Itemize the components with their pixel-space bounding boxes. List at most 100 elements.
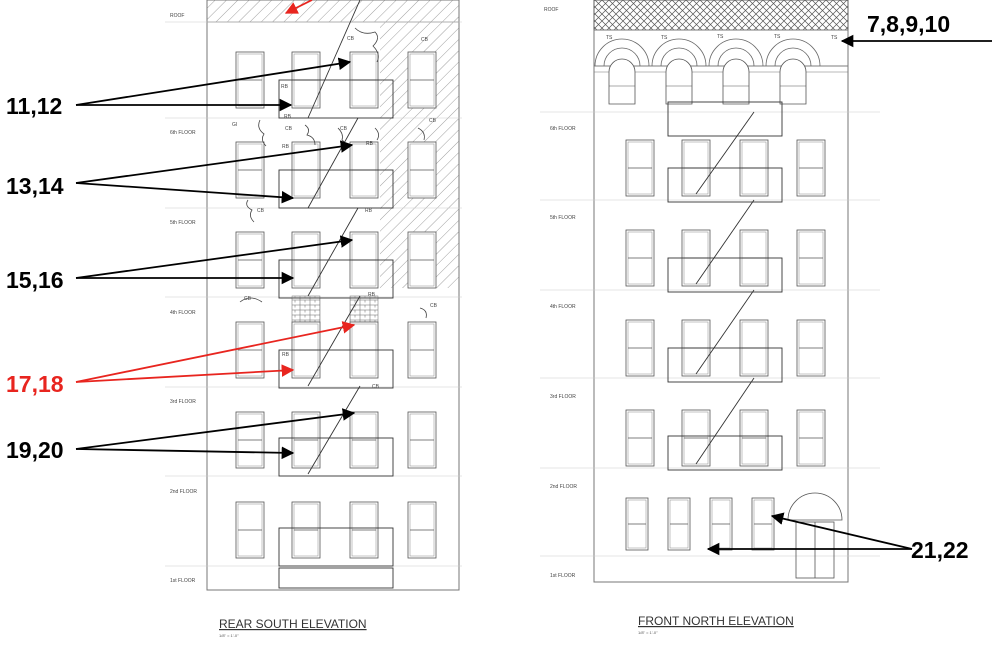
window [796,139,826,197]
front-floor-label: 1st FLOOR [550,573,576,579]
fire-escape-balcony [278,437,394,477]
front-north-elevation: ROOF 6th FLOOR 5th FLOOR 4th FLOOR 3rd F… [540,0,880,635]
fire-escape-balcony [278,259,394,299]
rear-facade-outline [206,0,460,591]
callout-label-7-8-9-10: 7,8,9,10 [867,11,950,37]
arch-outer [708,38,764,67]
condition-tag: RB [282,144,290,150]
condition-tag: TS [717,34,724,40]
arch-outer [765,38,821,67]
fire-escape-balcony [667,101,783,137]
front-floor-label: 4th FLOOR [550,304,576,310]
condition-tag: CB [244,296,252,302]
window [235,411,265,469]
arched-window [608,58,636,105]
window [625,229,655,287]
arch-inner [603,47,641,67]
window [349,501,379,559]
callout-label-17-18: 17,18 [6,371,64,397]
window [625,319,655,377]
callout-label-15-16: 15,16 [6,267,64,293]
arch-inner [660,47,698,67]
callout-label-13-14: 13,14 [6,173,64,199]
callout-arrow [75,140,354,184]
rear-floor-label: ROOF [170,13,184,19]
window [667,497,691,551]
window [407,411,437,469]
callout-arrow [75,321,356,383]
front-fire-escape-stairs [695,111,755,465]
arch-outer [651,38,707,67]
condition-tag: CB [285,126,293,132]
condition-tag: TS [774,34,781,40]
condition-tag: CB [372,384,380,390]
rear-crack-marks [239,27,427,319]
front-floor-labels: ROOF 6th FLOOR 5th FLOOR 4th FLOOR 3rd F… [544,7,577,579]
window [407,141,437,199]
condition-tag: CB [257,208,265,214]
callout-arrow [770,512,913,550]
front-facade-outline [593,0,849,583]
front-elevation-title: FRONT NORTH ELEVATION [638,614,794,628]
condition-tag: CB [430,303,438,309]
rear-floor-label: 5th FLOOR [170,220,196,226]
window [625,497,649,551]
condition-tag: CB [347,36,355,42]
front-fire-escape-balconies [667,101,783,471]
fire-escape-balcony [278,169,394,209]
front-floor-label: 5th FLOOR [550,215,576,221]
front-elevation-scale: 1/8" = 1'-0" [638,630,658,635]
front-floor-label: 6th FLOOR [550,126,576,132]
window [407,321,437,379]
window [681,409,711,467]
front-condition-tags: TS TS TS TS TS [606,34,838,41]
fire-escape-balcony [278,527,394,567]
fire-escape-balcony [278,349,394,389]
fire-escape-balcony [667,347,783,383]
rear-floor-label: 2nd FLOOR [170,489,197,495]
window [625,409,655,467]
window [751,497,775,551]
arched-window [779,58,807,105]
rear-brick-patch-left [291,295,321,323]
callout-arrow [75,57,352,106]
callouts: 7,8,9,10 11,12 13,14 15,16 17,18 19,20 2… [6,0,992,563]
front-floor-lines [540,111,880,557]
window [625,139,655,197]
condition-tag: RB [281,84,289,90]
window [407,51,437,109]
rear-floor-label: 6th FLOOR [170,130,196,136]
front-roof-cornice [593,0,849,31]
condition-tag: RB [365,208,373,214]
front-entry-door [787,492,843,579]
fire-escape-balcony [278,79,394,119]
fire-escape-balcony [667,435,783,471]
condition-tag: RB [366,141,374,147]
front-arched-lintels [594,38,821,105]
front-floor-label: 2nd FLOOR [550,484,577,490]
callout-arrow [75,446,295,460]
window [407,501,437,559]
rear-roof-parapet [206,0,460,23]
window [407,231,437,289]
callout-arrow-partial [284,0,313,14]
arch-inner [774,47,812,67]
window [291,501,321,559]
condition-tag: TS [831,35,838,41]
window [235,141,265,199]
window [291,411,321,469]
condition-tag: GI [232,122,237,128]
window [349,411,379,469]
window [796,319,826,377]
callout-arrow [75,408,356,450]
window [235,231,265,289]
rear-elevation-scale: 1/8" = 1'-0" [219,633,239,638]
callout-arrow [75,364,295,383]
condition-tag: CB [421,37,429,43]
rear-condition-tags: CB CB RB RB GI CB CB CB CB RB CB RB CB R… [232,36,438,390]
condition-tag: CB [429,118,437,124]
condition-tag: RB [282,352,290,358]
condition-tag: TS [661,35,668,41]
arch-inner [717,47,755,67]
